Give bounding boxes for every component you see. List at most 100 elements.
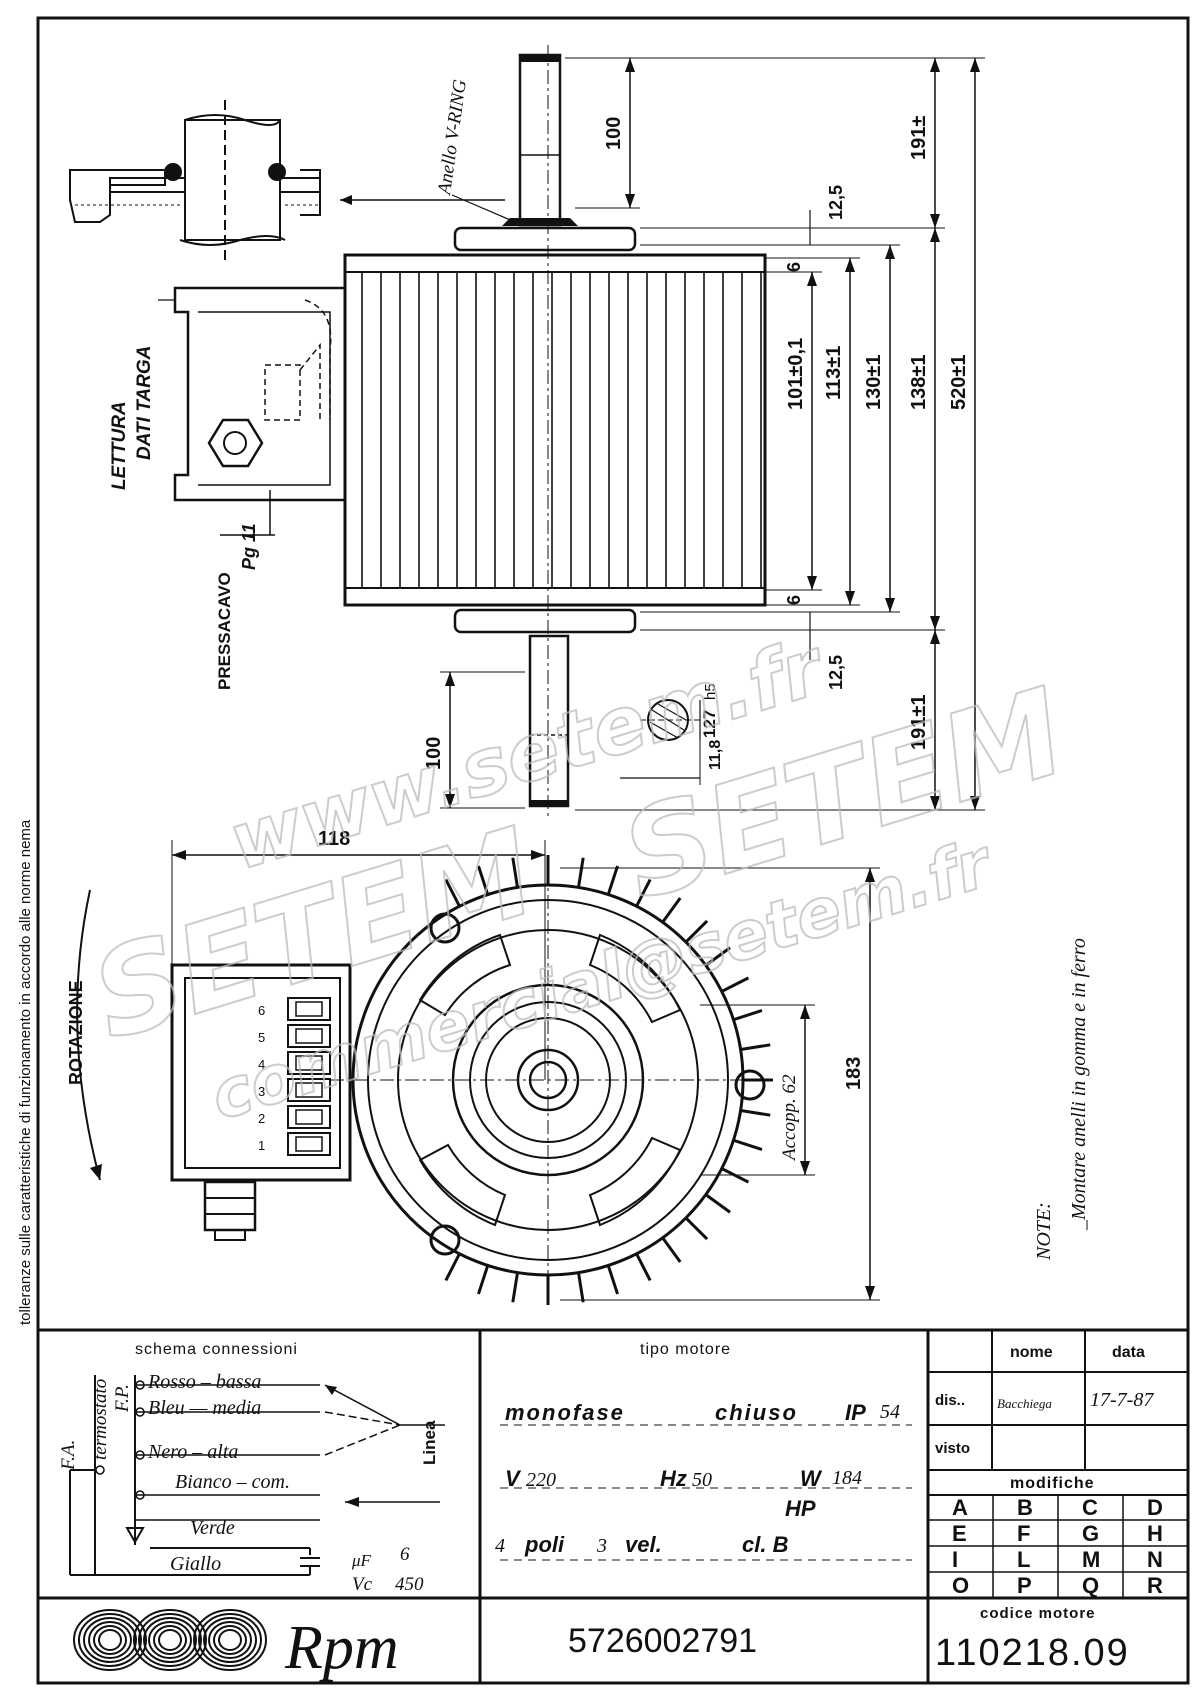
dim-138: 138±1 [908,355,930,410]
dim-12-5-bottom: 12,5 [826,655,846,690]
tipo-ip: IP [845,1400,866,1425]
tipo-ip-value: 54 [880,1401,900,1423]
mod-letter-h: H [1147,1521,1163,1546]
codice-header: codice motore [980,1605,1096,1622]
terminal-number-1: 6 [258,1003,265,1018]
bottom-row: Rpm 5726002791 codice motore 110218.09 [73,1605,1130,1682]
mod-letter-a: A [952,1495,968,1520]
terminal-number-2: 5 [258,1030,265,1045]
dim-6-top: 6 [784,262,804,272]
dim-6-bottom: 6 [784,595,804,605]
rotazione-label: ROTAZIONE [66,980,86,1085]
w-label: W [800,1466,823,1491]
dim-191-top: 191± [908,116,930,160]
mod-letter-f: F [1017,1521,1030,1546]
hz-value: 50 [692,1469,712,1491]
mod-letter-c: C [1082,1495,1098,1520]
mod-letter-o: O [952,1573,969,1598]
mod-letter-e: E [952,1521,967,1546]
terminal-number-4: 3 [258,1084,265,1099]
vel-label: vel. [625,1532,662,1557]
dim-100-top: 100 [603,117,625,150]
terminal-2: 5 [258,1024,331,1048]
vel-count: 3 [596,1535,607,1557]
schema-header: schema connessioni [135,1341,298,1358]
capacitor-uf-value: 6 [400,1544,410,1565]
wire-verde: Verde [190,1517,235,1539]
v-label: V [505,1466,522,1491]
mod-letter-r: R [1147,1573,1163,1598]
poli-label: poli [524,1532,565,1557]
dim-183: 183 [843,1057,865,1090]
dis-name: Bacchiega [997,1396,1052,1411]
v-ring-label: Anello V-RING [434,78,471,198]
approval-block: nome data dis.. Bacchiega 17-7-87 visto … [935,1344,1163,1598]
terminal-6: 1 [258,1132,331,1156]
wire-bianco: Bianco – com. [175,1471,290,1493]
mod-letter-m: M [1082,1547,1100,1572]
mod-letter-p: P [1017,1573,1032,1598]
mod-letter-d: D [1147,1495,1163,1520]
tipo-header: tipo motore [640,1341,731,1358]
dim-101: 101±0,1 [785,338,807,410]
title-block [38,1330,1188,1683]
terminal-number-6: 1 [258,1138,265,1153]
modifiche-header: modifiche [1010,1475,1095,1492]
mod-letter-b: B [1017,1495,1033,1520]
terminal-4: 3 [258,1078,331,1102]
fa-label: F.A. [58,1440,79,1471]
capacitor-vc-label: Vc [352,1574,373,1595]
codice-value: 110218.09 [935,1632,1130,1674]
accopp-label: Accopp. 62 [779,1074,800,1162]
dimension-lines [171,57,985,1301]
note-text: _Montare anelli in gomma e in ferro [1068,938,1090,1231]
capacitor-vc-value: 450 [395,1574,424,1595]
dis-date: 17-7-87 [1090,1389,1154,1411]
wire-rosso: Rosso – bassa [147,1371,261,1393]
hp-label: HP [785,1496,816,1521]
mod-letter-i: I [952,1547,958,1572]
fp-label: F.P. [112,1384,133,1413]
dim-12-5-top: 12,5 [826,185,846,220]
dim-11-8: 11,8 [707,740,724,770]
motor-side-view [173,45,767,820]
lettura-label: LETTURA [109,401,130,490]
cooling-fins [361,272,762,588]
connection-schema: schema connessioni termostato F.P. F.A. … [58,1341,445,1595]
dimension-labels: 100 191± 12,5 6 101±0,1 113±1 130±1 138±… [318,116,970,1090]
wire-giallo: Giallo [170,1553,221,1575]
data-header: data [1112,1344,1145,1361]
dim-127: 127 [700,710,719,738]
terminal-3: 4 [258,1051,331,1075]
v-ring-detail [69,100,505,260]
visto-label: visto [935,1440,970,1457]
sheet-border [36,16,1190,1685]
motor-end-view: 6 5 4 3 2 1 [170,855,773,1305]
dim-118: 118 [318,828,350,850]
dim-130: 130±1 [863,355,885,410]
dim-113: 113±1 [823,346,845,400]
capacitor-uf-label: μF [351,1551,372,1570]
dim-100-bottom: 100 [423,737,445,770]
tipo-chiuso: chiuso [715,1400,798,1425]
mod-letter-g: G [1082,1521,1099,1546]
dim-h5: h5 [702,683,719,700]
termostato-label: termostato [90,1379,111,1460]
v-value: 220 [526,1469,556,1491]
poli-count: 4 [495,1535,505,1557]
linea-label: Linea [420,1420,439,1465]
mod-letter-q: Q [1082,1573,1099,1598]
terminal-number-3: 4 [258,1057,265,1072]
terminal-number-5: 2 [258,1111,265,1126]
note-title: NOTE: [1033,1202,1055,1261]
tipo-monofase: monofase [505,1400,625,1425]
w-value: 184 [832,1467,862,1489]
wire-bleu: Bleu — media [148,1397,261,1419]
dis-label: dis.. [935,1392,965,1409]
mod-letter-l: L [1017,1547,1030,1572]
dim-191-bottom: 191±1 [908,695,930,750]
insulation-class: cl. B [742,1532,789,1557]
nome-header: nome [1010,1344,1053,1361]
